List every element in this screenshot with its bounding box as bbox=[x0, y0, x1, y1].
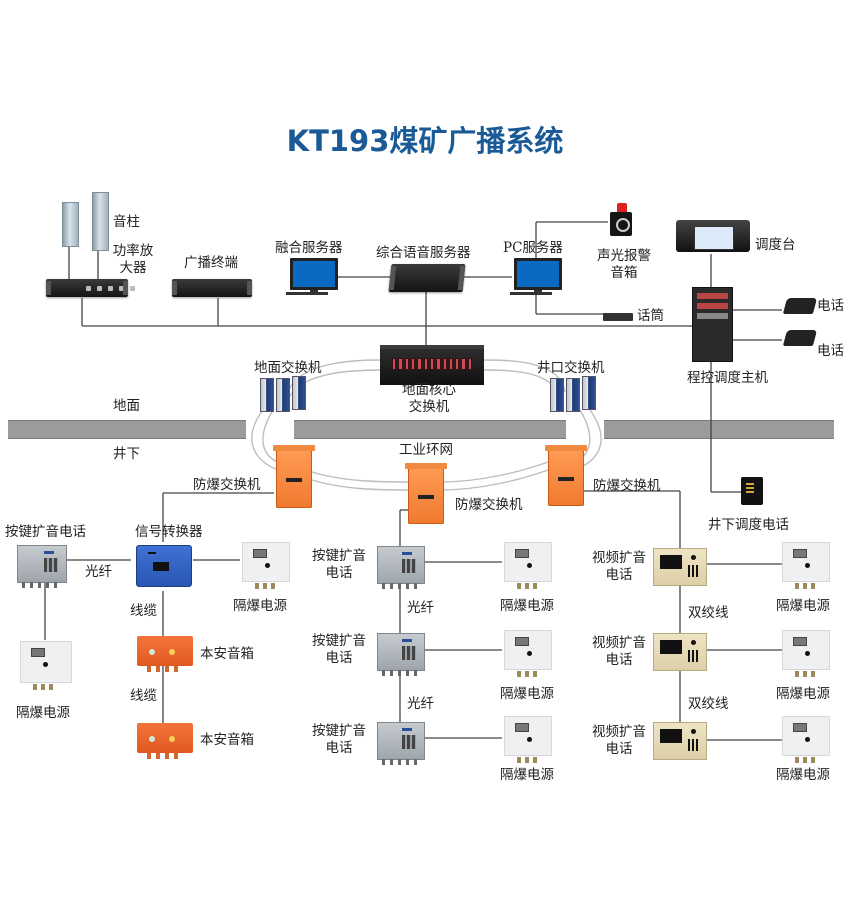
broadcast-terminal-device bbox=[172, 279, 252, 297]
label-microphone: 话筒 bbox=[637, 308, 664, 324]
label-dispatch-console: 调度台 bbox=[755, 237, 796, 253]
label-middle-phone-1: 按键扩音电话 bbox=[312, 548, 366, 581]
left-power-supply-b-device bbox=[20, 641, 72, 690]
label-shaft-switch: 井口交换机 bbox=[537, 360, 605, 376]
explosion-proof-switch-middle bbox=[405, 463, 447, 524]
middle-keypad-phone-1-device bbox=[377, 546, 425, 589]
pc-server-monitor bbox=[514, 258, 562, 295]
right-power-supply-2-device bbox=[782, 630, 830, 677]
right-video-phone-1-device bbox=[653, 548, 707, 586]
label-left-cable-2: 线缆 bbox=[130, 688, 157, 704]
intrinsic-speaker-1-device bbox=[137, 636, 193, 672]
underground-dispatch-phone-device bbox=[741, 477, 763, 505]
left-power-supply-a-device bbox=[242, 542, 290, 589]
core-switch-device bbox=[380, 345, 484, 385]
label-right-link-1: 双绞线 bbox=[688, 605, 729, 621]
microphone-device bbox=[603, 313, 633, 321]
label-pc-server: PC服务器 bbox=[503, 240, 563, 256]
alarm-speaker-device bbox=[610, 203, 632, 236]
power-amplifier-device bbox=[46, 279, 135, 297]
explosion-proof-switch-right bbox=[545, 445, 587, 506]
surface-switch-unit-2 bbox=[276, 378, 290, 412]
label-right-phone-3: 视频扩音电话 bbox=[592, 724, 646, 757]
shaft-switch-unit-3 bbox=[582, 376, 596, 410]
middle-keypad-phone-2-device bbox=[377, 633, 425, 676]
diagram-title: KT193煤矿广播系统 bbox=[286, 124, 564, 158]
label-right-power-supply-1: 隔爆电源 bbox=[776, 598, 830, 614]
surface-switch-unit-1 bbox=[260, 378, 274, 412]
label-middle-power-supply-2: 隔爆电源 bbox=[500, 686, 554, 702]
label-left-fiber: 光纤 bbox=[85, 564, 112, 580]
middle-power-supply-1-device bbox=[504, 542, 552, 589]
label-telephone-1: 电话 bbox=[817, 298, 844, 314]
label-core-switch: 地面核心交换机 bbox=[402, 382, 456, 415]
label-power-amplifier: 功率放大器 bbox=[112, 243, 154, 276]
label-right-phone-2: 视频扩音电话 bbox=[592, 635, 646, 668]
column-speaker-left bbox=[62, 202, 79, 247]
right-power-supply-1-device bbox=[782, 542, 830, 589]
left-keypad-phone-device bbox=[17, 545, 67, 588]
label-middle-link-2: 光纤 bbox=[407, 696, 434, 712]
label-integrated-voice-server: 综合语音服务器 bbox=[376, 245, 471, 261]
label-signal-converter: 信号转换器 bbox=[135, 524, 203, 540]
label-underground-dispatch-phone: 井下调度电话 bbox=[708, 517, 789, 533]
fusion-server-keyboard bbox=[286, 292, 328, 295]
label-intrinsic-speaker-2: 本安音箱 bbox=[200, 732, 254, 748]
label-broadcast-terminal: 广播终端 bbox=[184, 255, 238, 271]
label-middle-phone-3: 按键扩音电话 bbox=[312, 723, 366, 756]
label-middle-power-supply-3: 隔爆电源 bbox=[500, 767, 554, 783]
label-surface-switch: 地面交换机 bbox=[254, 360, 322, 376]
label-explosion-proof-switch-left: 防爆交换机 bbox=[193, 477, 261, 493]
surface-divider-middle bbox=[294, 420, 566, 439]
pc-server-keyboard bbox=[510, 292, 552, 295]
label-right-link-2: 双绞线 bbox=[688, 696, 729, 712]
label-middle-phone-2: 按键扩音电话 bbox=[312, 633, 366, 666]
label-right-power-supply-3: 隔爆电源 bbox=[776, 767, 830, 783]
label-left-power-supply-a: 隔爆电源 bbox=[233, 598, 287, 614]
right-video-phone-2-device bbox=[653, 633, 707, 671]
intrinsic-speaker-2-device bbox=[137, 723, 193, 759]
shaft-switch-unit-1 bbox=[550, 378, 564, 412]
label-intrinsic-speaker-1: 本安音箱 bbox=[200, 646, 254, 662]
label-industrial-ring: 工业环网 bbox=[399, 442, 453, 458]
label-column-speaker: 音柱 bbox=[113, 214, 140, 230]
fusion-server-monitor bbox=[290, 258, 338, 295]
surface-divider-right bbox=[604, 420, 834, 439]
dispatch-console-device bbox=[676, 220, 750, 252]
middle-keypad-phone-3-device bbox=[377, 722, 425, 765]
label-right-phone-1: 视频扩音电话 bbox=[592, 550, 646, 583]
explosion-proof-switch-left bbox=[273, 445, 315, 508]
shaft-switch-unit-2 bbox=[566, 378, 580, 412]
right-power-supply-3-device bbox=[782, 716, 830, 763]
surface-divider-left bbox=[8, 420, 246, 439]
label-middle-link-1: 光纤 bbox=[407, 600, 434, 616]
telephone-2-device bbox=[782, 330, 818, 346]
label-explosion-proof-switch-middle: 防爆交换机 bbox=[455, 497, 523, 513]
label-left-keypad-phone: 按键扩音电话 bbox=[5, 524, 86, 540]
label-telephone-2: 电话 bbox=[817, 343, 844, 359]
right-video-phone-3-device bbox=[653, 722, 707, 760]
label-alarm-speaker: 声光报警音箱 bbox=[597, 248, 651, 281]
telephone-1-device bbox=[782, 298, 818, 314]
surface-switch-unit-3 bbox=[292, 376, 306, 410]
label-program-dispatch-host: 程控调度主机 bbox=[687, 370, 768, 386]
label-underground-zone: 井下 bbox=[113, 446, 140, 462]
signal-converter-device bbox=[136, 545, 192, 587]
label-explosion-proof-switch-right: 防爆交换机 bbox=[593, 478, 661, 494]
label-middle-power-supply-1: 隔爆电源 bbox=[500, 598, 554, 614]
label-right-power-supply-2: 隔爆电源 bbox=[776, 686, 830, 702]
label-left-cable-1: 线缆 bbox=[130, 603, 157, 619]
label-surface-zone: 地面 bbox=[113, 398, 140, 414]
program-dispatch-host-cabinet bbox=[692, 287, 733, 362]
middle-power-supply-3-device bbox=[504, 716, 552, 763]
label-fusion-server: 融合服务器 bbox=[275, 240, 343, 256]
column-speaker-right bbox=[92, 192, 109, 251]
middle-power-supply-2-device bbox=[504, 630, 552, 677]
integrated-voice-server-device bbox=[388, 264, 466, 292]
label-left-power-supply-b: 隔爆电源 bbox=[16, 705, 70, 721]
